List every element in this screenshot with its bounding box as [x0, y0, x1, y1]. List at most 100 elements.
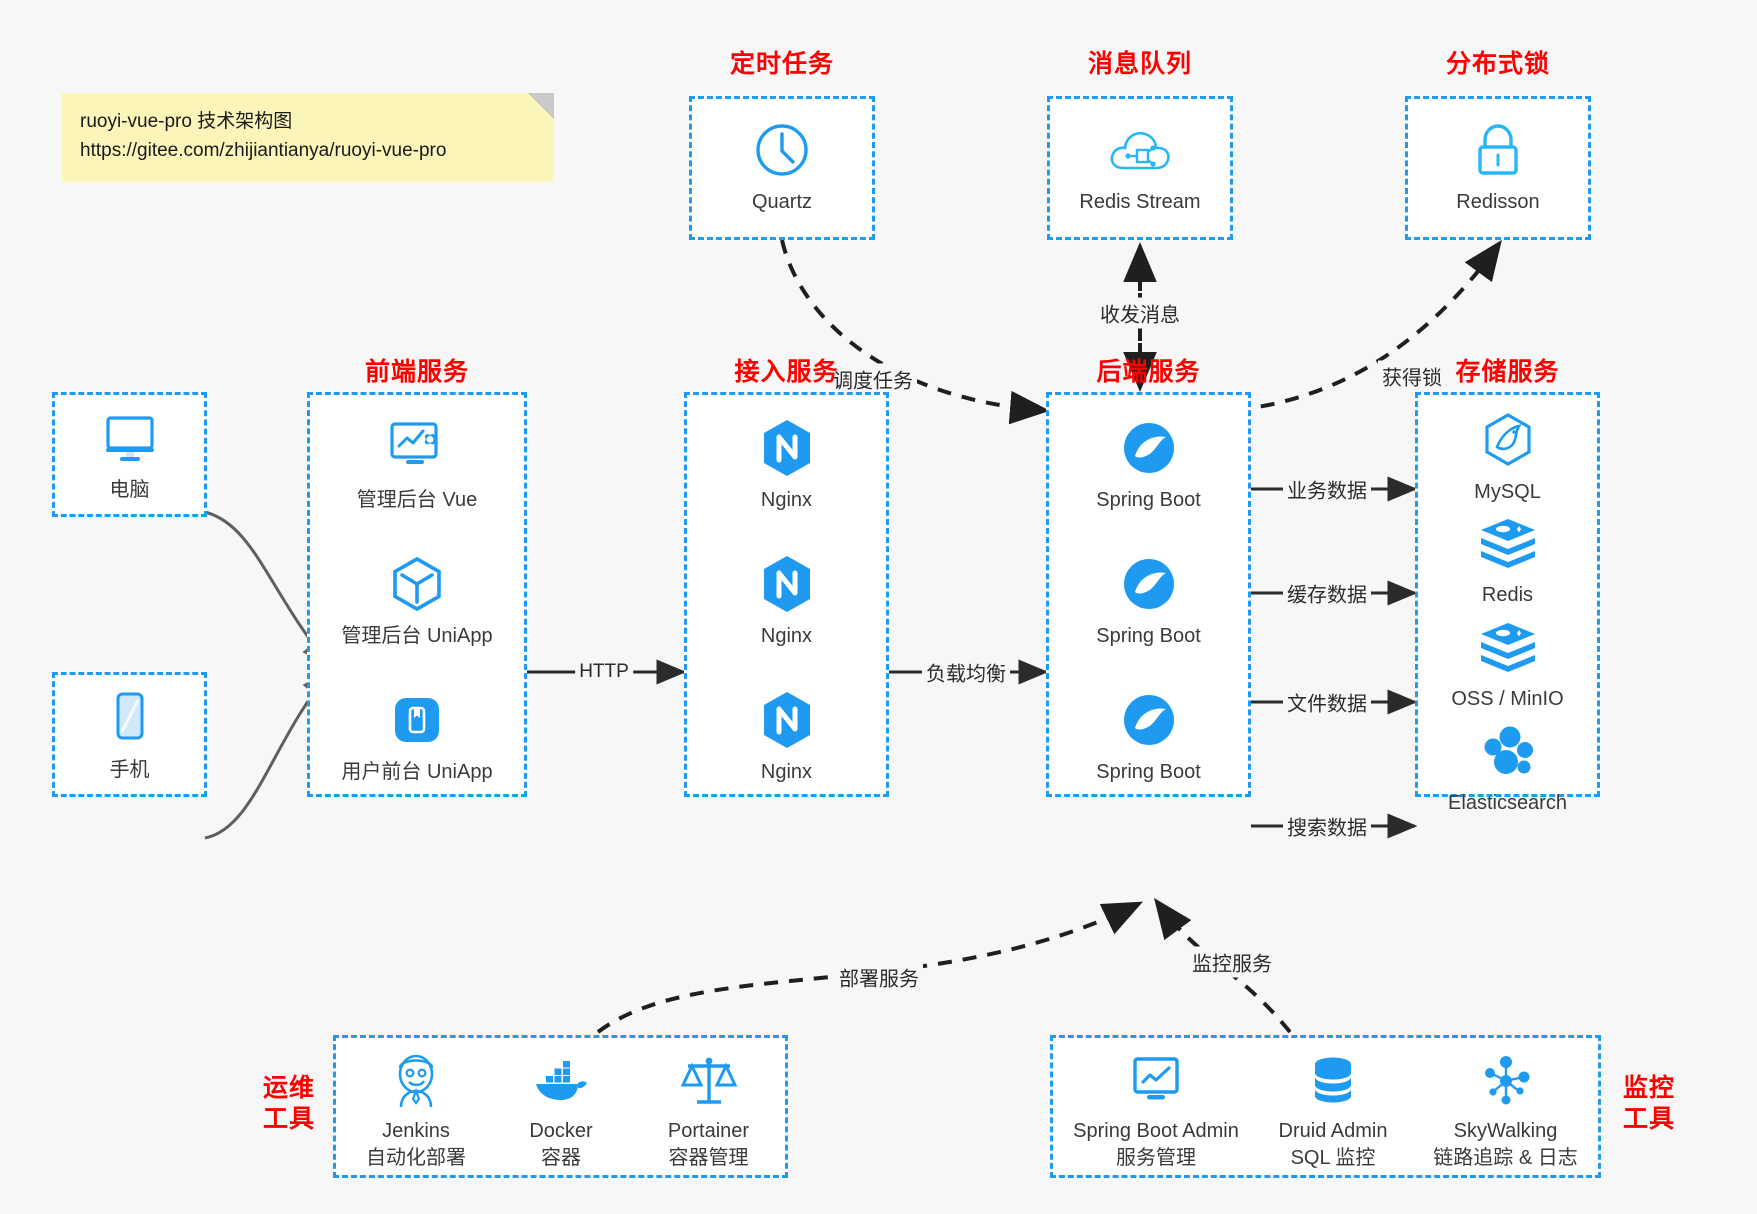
- node-user-uniapp[interactable]: 用户前台 UniApp: [310, 689, 524, 785]
- edge-label-cache-data: 缓存数据: [1283, 577, 1371, 609]
- node-desktop[interactable]: 电脑: [55, 407, 204, 503]
- node-label: Spring Boot Admin: [1073, 1120, 1239, 1142]
- group-box-scheduler: Quartz: [689, 96, 875, 240]
- group-box-mq: Redis Stream: [1047, 96, 1233, 240]
- node-skywalking[interactable]: SkyWalking 链路追踪 & 日志: [1413, 1050, 1598, 1172]
- node-label: 管理后台 UniApp: [341, 625, 493, 647]
- docker-icon: [491, 1050, 631, 1112]
- group-title-monitor: 监控 工具: [1614, 1073, 1684, 1136]
- node-label: Jenkins: [382, 1120, 450, 1142]
- note-line-2: https://gitee.com/zhijiantianya/ruoyi-vu…: [80, 140, 447, 162]
- phone-icon: [55, 687, 204, 749]
- node-spring-boot-admin[interactable]: Spring Boot Admin 服务管理: [1061, 1050, 1251, 1172]
- node-label: Spring Boot: [1096, 625, 1201, 647]
- edge-label-mq: 收发消息: [1096, 297, 1184, 329]
- node-label: 管理后台 Vue: [356, 489, 478, 511]
- node-label: Docker: [529, 1120, 593, 1142]
- node-label: Druid Admin: [1278, 1120, 1388, 1142]
- node-spring-boot-2[interactable]: Spring Boot: [1049, 553, 1248, 649]
- edge-label-deploy-service: 部署服务: [835, 961, 923, 993]
- nginx-icon: [687, 553, 886, 615]
- group-box-storage: MySQL Redis: [1415, 392, 1600, 814]
- spring-icon: [1049, 417, 1248, 479]
- group-box-frontend: 管理后台 Vue 管理后台 UniApp 用户前台 UniApp: [307, 392, 527, 797]
- group-box-backend: Spring Boot Spring Boot Spring Boot: [1046, 392, 1251, 797]
- node-elasticsearch[interactable]: Elasticsearch: [1418, 720, 1597, 816]
- node-quartz[interactable]: Quartz: [692, 119, 872, 215]
- node-label: Redis Stream: [1079, 191, 1201, 213]
- edge-label-search-data: 搜索数据: [1283, 810, 1371, 842]
- group-title-monitor-line1: 监控: [1622, 1074, 1675, 1102]
- elasticsearch-icon: [1418, 720, 1597, 782]
- node-redisson[interactable]: Redisson: [1408, 119, 1588, 215]
- node-label: 手机: [109, 759, 150, 781]
- node-sublabel: 链路追踪 & 日志: [1433, 1147, 1578, 1169]
- spring-icon: [1049, 689, 1248, 751]
- note-line-1: ruoyi-vue-pro 技术架构图: [80, 111, 293, 132]
- group-box-monitor: Spring Boot Admin 服务管理 Druid Admin SQL 监…: [1050, 1035, 1601, 1178]
- node-portainer[interactable]: Portainer 容器管理: [636, 1050, 781, 1172]
- node-label: SkyWalking: [1453, 1120, 1558, 1142]
- scales-icon: [636, 1050, 781, 1112]
- node-nginx-3[interactable]: Nginx: [687, 689, 886, 785]
- node-nginx-2[interactable]: Nginx: [687, 553, 886, 649]
- node-label: Redis: [1481, 584, 1534, 606]
- node-nginx-1[interactable]: Nginx: [687, 417, 886, 513]
- node-redis-stream[interactable]: Redis Stream: [1050, 119, 1230, 215]
- mobile-app-icon: [310, 689, 524, 751]
- dashboard-gear-icon: [310, 417, 524, 479]
- node-mysql[interactable]: MySQL: [1418, 409, 1597, 505]
- node-label: Quartz: [751, 191, 813, 213]
- node-label: Nginx: [760, 761, 813, 783]
- group-title-mq: 消息队列: [1087, 50, 1192, 78]
- cloud-stream-icon: [1050, 119, 1230, 181]
- node-jenkins[interactable]: Jenkins 自动化部署: [346, 1050, 486, 1172]
- group-title-devops: 运维 工具: [254, 1073, 324, 1136]
- jenkins-icon: [346, 1050, 486, 1112]
- spring-icon: [1049, 553, 1248, 615]
- node-spring-boot-3[interactable]: Spring Boot: [1049, 689, 1248, 785]
- node-druid-admin[interactable]: Druid Admin SQL 监控: [1258, 1050, 1408, 1172]
- group-title-lock: 分布式锁: [1445, 50, 1550, 78]
- node-sublabel: SQL 监控: [1290, 1147, 1376, 1169]
- node-sublabel: 自动化部署: [366, 1147, 466, 1169]
- group-box-devops: Jenkins 自动化部署 Docker 容器: [333, 1035, 788, 1178]
- node-label: Nginx: [760, 489, 813, 511]
- edge-label-business-data: 业务数据: [1283, 473, 1371, 505]
- group-box-client-pc: 电脑: [52, 392, 207, 517]
- group-box-lock: Redisson: [1405, 96, 1591, 240]
- group-title-devops-line2: 工具: [262, 1105, 315, 1134]
- node-redis[interactable]: Redis: [1418, 512, 1597, 608]
- node-label: Redisson: [1456, 191, 1540, 213]
- edge-label-load-balance: 负载均衡: [922, 656, 1010, 688]
- lock-icon: [1408, 119, 1588, 181]
- node-oss-minio[interactable]: OSS / MinIO: [1418, 616, 1597, 712]
- skywalking-icon: [1413, 1050, 1598, 1112]
- group-box-client-phone: 手机: [52, 672, 207, 797]
- node-label: 用户前台 UniApp: [341, 761, 493, 783]
- redis-icon: [1418, 512, 1597, 574]
- node-sublabel: 容器管理: [668, 1147, 749, 1169]
- node-admin-uniapp[interactable]: 管理后台 UniApp: [310, 553, 524, 649]
- cube-icon: [310, 553, 524, 615]
- nginx-icon: [687, 417, 886, 479]
- group-title-backend: 后端服务: [1096, 358, 1201, 386]
- group-box-gateway: Nginx Nginx Nginx: [684, 392, 889, 797]
- node-admin-vue[interactable]: 管理后台 Vue: [310, 417, 524, 513]
- edge-label-http: HTTP: [575, 660, 633, 684]
- desktop-icon: [55, 407, 204, 469]
- group-title-devops-line1: 运维: [262, 1074, 315, 1102]
- node-label: MySQL: [1474, 481, 1541, 503]
- mysql-icon: [1418, 409, 1597, 471]
- edge-label-monitor-service: 监控服务: [1188, 946, 1276, 978]
- node-docker[interactable]: Docker 容器: [491, 1050, 631, 1172]
- node-label: 电脑: [109, 479, 150, 501]
- note-fold-corner: [528, 93, 554, 119]
- node-phone[interactable]: 手机: [55, 687, 204, 783]
- edge-label-schedule-task: 调度任务: [829, 363, 917, 395]
- node-label: Spring Boot: [1096, 489, 1201, 511]
- node-label: Spring Boot: [1096, 761, 1201, 783]
- edge-label-file-data: 文件数据: [1283, 686, 1371, 718]
- note-card: ruoyi-vue-pro 技术架构图 https://gitee.com/zh…: [62, 93, 554, 182]
- node-spring-boot-1[interactable]: Spring Boot: [1049, 417, 1248, 513]
